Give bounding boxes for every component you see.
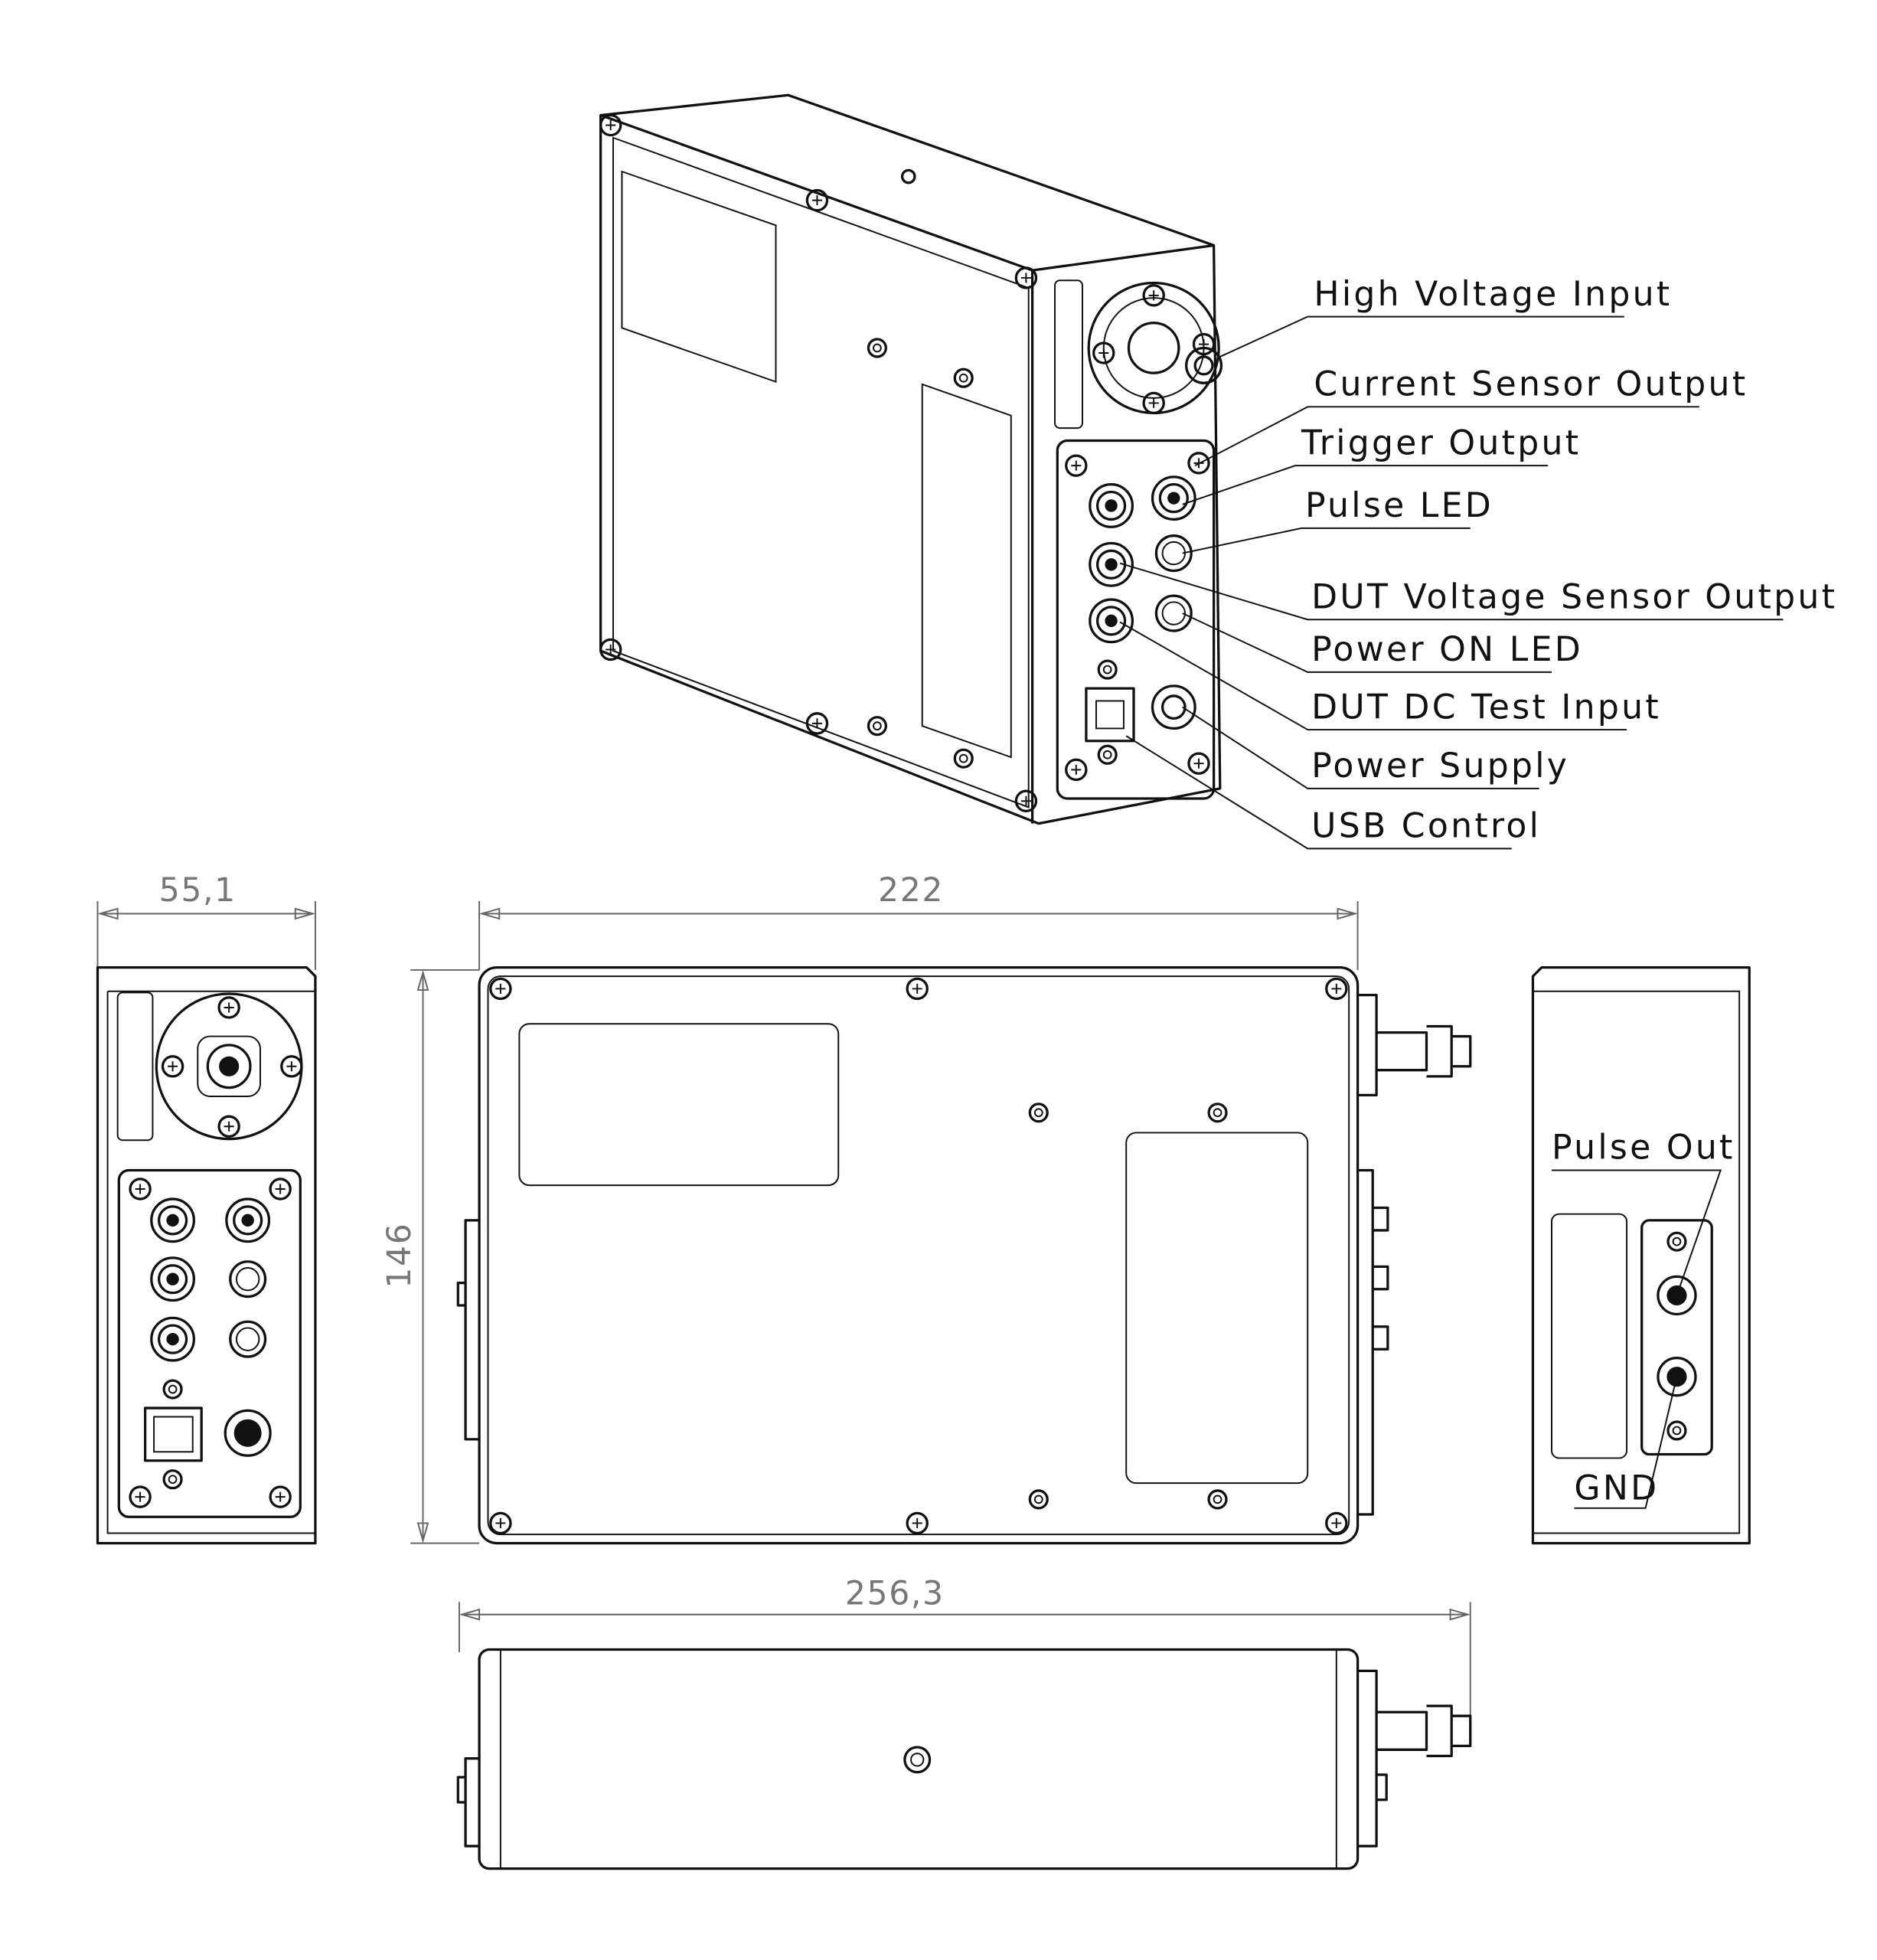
label-dut-voltage-sensor-output: DUT Voltage Sensor Output xyxy=(1311,578,1837,617)
power-jack xyxy=(1151,684,1196,730)
label-high-voltage-input: High Voltage Input xyxy=(1314,275,1672,314)
dimension-height: 146 xyxy=(381,1223,419,1289)
label-power-supply: Power Supply xyxy=(1311,746,1569,786)
usb-port xyxy=(1085,687,1135,743)
label-power-on-led: Power ON LED xyxy=(1311,630,1583,669)
callouts: High Voltage Input Current Sensor Output… xyxy=(1119,275,1837,850)
bottom-view xyxy=(456,1648,1472,1870)
end-view-connectors xyxy=(96,966,317,1545)
label-usb-control: USB Control xyxy=(1311,807,1541,846)
label-gnd: GND xyxy=(1574,1468,1659,1508)
label-current-sensor-output: Current Sensor Output xyxy=(1314,365,1748,404)
label-trigger-output: Trigger Output xyxy=(1301,423,1581,462)
label-pulse-led: Pulse LED xyxy=(1305,486,1493,525)
isometric-view xyxy=(599,93,1223,825)
dimension-overall-length: 256,3 xyxy=(845,1576,945,1613)
dimension-length: 222 xyxy=(878,872,944,910)
end-view-pulse-out: Pulse Out GND xyxy=(1531,966,1751,1545)
dimensions: 55,1 222 146 256,3 xyxy=(96,872,1471,1727)
label-window xyxy=(621,170,777,384)
front-view xyxy=(456,966,1472,1545)
high-voltage-connector xyxy=(1087,281,1223,415)
label-dut-dc-test-input: DUT DC Test Input xyxy=(1311,688,1661,727)
label-pulse-out: Pulse Out xyxy=(1552,1129,1735,1168)
label-window xyxy=(921,383,1012,759)
dimension-depth: 55,1 xyxy=(159,872,237,910)
